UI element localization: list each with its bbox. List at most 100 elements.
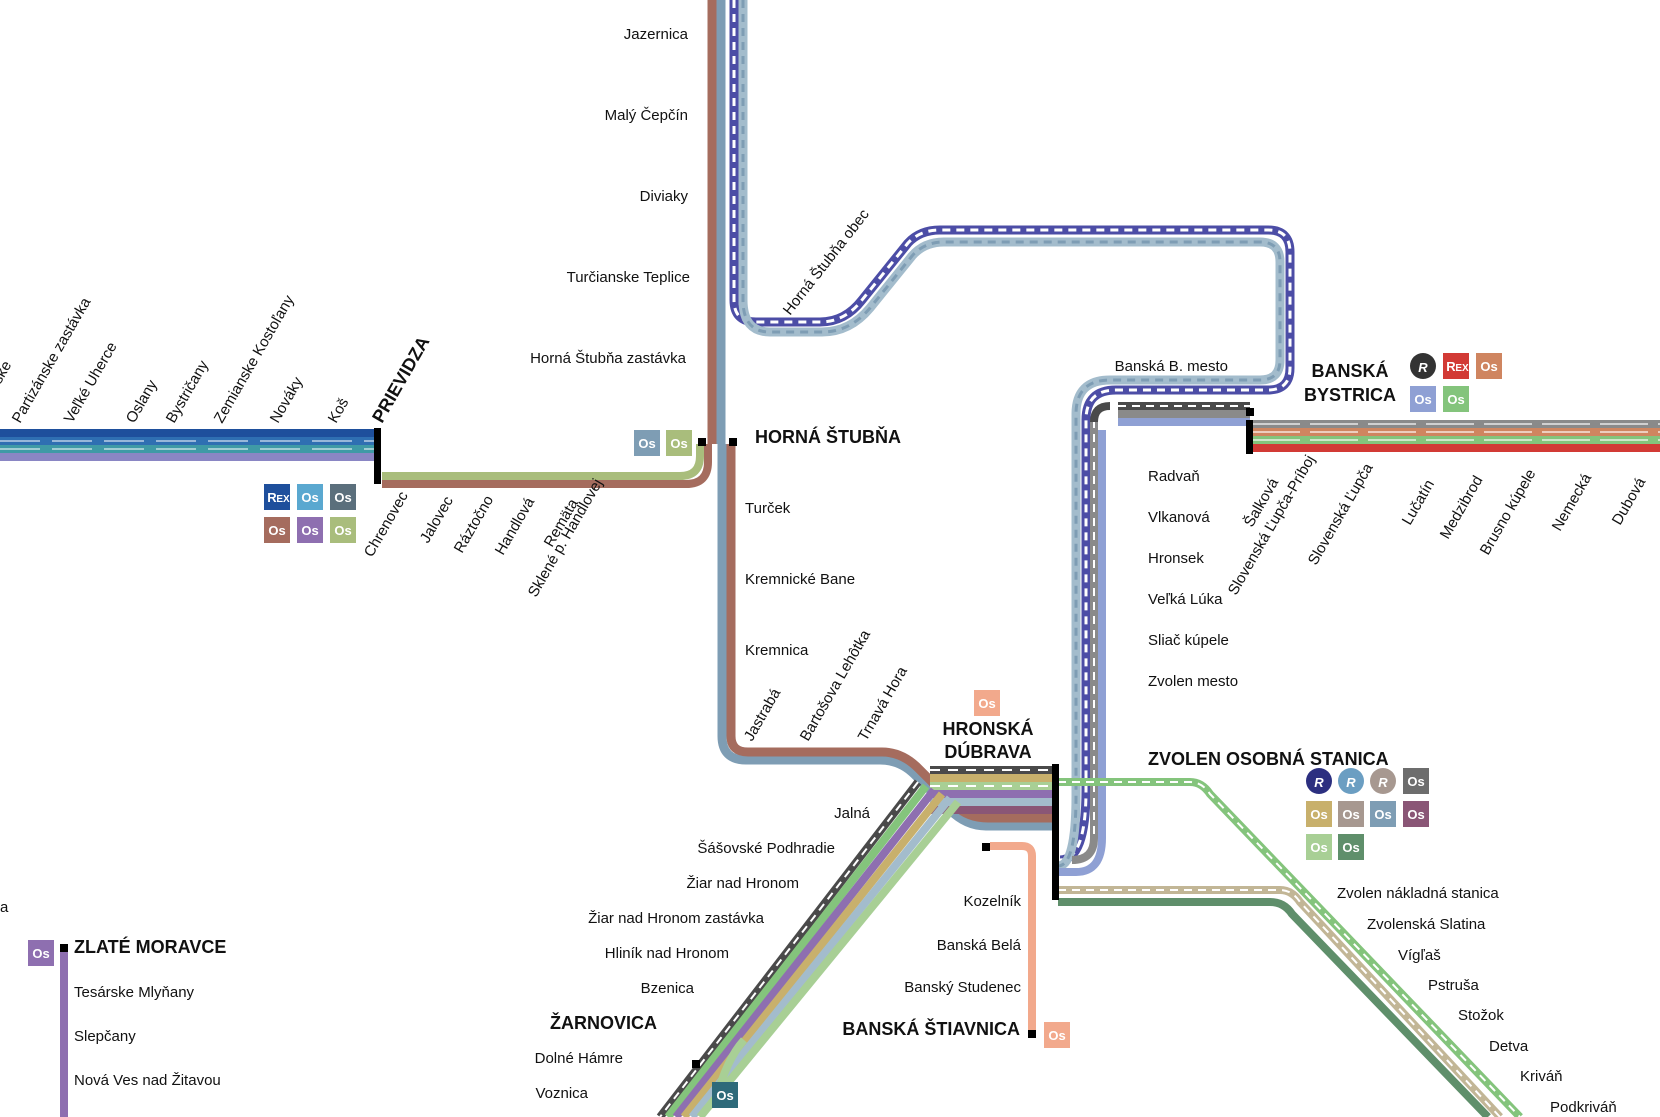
station-slov-lupca: Slovenská Ľupča [1305,460,1377,568]
badge-os: Os [1403,768,1429,794]
badge-rex: R EX [1443,353,1469,379]
svg-text:Os: Os [1342,840,1359,855]
hub-zvolen-osobna: ZVOLEN OSOBNÁ STANICA [1148,748,1389,769]
badge-os: Os [974,690,1000,716]
station-hlinik: Hliník nad Hronom [605,945,729,962]
station-nemecka: Nemecká [1549,470,1596,534]
station-sklene: Sklené p. Handlovej [525,476,606,600]
hub-banska-bystrica-1: BANSKÁ [1311,360,1388,381]
station-bzenica: Bzenica [641,980,695,997]
station-dubova: Dubová [1609,474,1650,528]
hub-zarnovica: ŽARNOVICA [550,1012,657,1033]
station-slepcany: Slepčany [74,1028,136,1045]
station-pstrusa: Pstruša [1428,977,1480,994]
station-stozok: Stožok [1458,1007,1504,1024]
hub-banska-bystrica-2: BYSTRICA [1304,385,1396,405]
station-jalna: Jalná [834,805,871,822]
svg-text:Os: Os [716,1088,733,1103]
station-bansky-studenec: Banský Studenec [904,979,1021,996]
svg-text:Os: Os [978,696,995,711]
station-sliac-kupele: Sliač kúpele [1148,632,1229,649]
station-radvan: Radvaň [1148,468,1200,485]
badge-os: Os [1370,801,1396,827]
svg-text:R: R [1378,775,1388,790]
svg-text:EX: EX [276,494,290,505]
station-slov-lupca-priboj: Slovenská Ľupča-Príboj [1225,452,1319,598]
svg-text:EX: EX [1455,363,1469,374]
svg-text:Os: Os [670,436,687,451]
svg-text:Os: Os [638,436,655,451]
station-maly-cepcin: Malý Čepčín [605,107,688,124]
hub-banska-stiavnica: BANSKÁ ŠTIAVNICA [842,1018,1020,1039]
badge-os: Os [712,1082,738,1108]
hub-zlate-moravce: ZLATÉ MORAVCE [74,936,226,957]
station-oslany: Oslany [123,377,161,426]
station-novaky: Nováky [267,374,307,426]
svg-text:Os: Os [1480,359,1497,374]
badge-os: Os [1338,801,1364,827]
badge-os: Os [666,430,692,456]
badge-os: Os [28,940,54,966]
badge-os: Os [1443,386,1469,412]
station-jazernica: Jazernica [624,26,689,43]
station-krivan: Kriváň [1520,1068,1563,1085]
service-badges: Os Os R EX Os Os Os Os Os [28,353,1502,1108]
svg-text:Os: Os [334,490,351,505]
badge-r-round: R [1306,768,1332,794]
station-banska-b-mesto: Banská B. mesto [1115,358,1228,375]
line-zvolen-banskabystrica [1058,402,1250,876]
station-medzibrod: Medzibrod [1437,473,1487,542]
badge-r-round: R [1410,353,1436,379]
station-kremnicke-bane: Kremnické Bane [745,571,855,588]
badge-os: Os [330,484,356,510]
marker-zarnovica [692,1060,700,1068]
svg-text:Os: Os [268,523,285,538]
marker-zlate-moravce [60,944,68,952]
badge-os: Os [330,517,356,543]
marker-horna-stubna [729,438,737,446]
station-hronsek: Hronsek [1148,550,1204,567]
svg-text:Os: Os [1342,807,1359,822]
badge-os: Os [1410,386,1436,412]
line-prievidza-hornastubna [382,444,712,488]
badge-os: Os [264,517,290,543]
badge-os: Os [1476,353,1502,379]
station-podkrivan: Podkriváň [1550,1099,1617,1116]
line-north-trunk [707,0,1295,871]
badge-os: Os [1338,834,1364,860]
station-jastraba: Jastrabá [741,685,785,744]
svg-text:Os: Os [334,523,351,538]
line-banskabystrica-east [1252,420,1660,452]
station-markers [60,408,1254,1068]
station-velke-uherce: Veľké Uherce [61,339,121,426]
badge-os: Os [1306,801,1332,827]
badge-os: Os [634,430,660,456]
line-southwest-bundle [656,779,962,1117]
svg-text:Os: Os [1310,840,1327,855]
station-viglas: Vígľaš [1398,947,1441,964]
svg-text:Os: Os [301,523,318,538]
svg-text:R: R [1346,775,1356,790]
station-jalovec: Jalovec [417,493,457,546]
line-zvolen-podkrivan [1058,778,1523,1117]
station-handlova: Handlová [492,494,539,558]
station-detva: Detva [1489,1038,1529,1055]
station-ziar: Žiar nad Hronom [686,875,799,892]
station-trnava-hora: Trnavá Hora [855,663,911,744]
hub-hronska-dubrava-2: DÚBRAVA [944,741,1031,762]
line-prievidza-west [0,429,378,461]
svg-text:Os: Os [301,490,318,505]
station-edge-a: a [0,899,9,916]
station-nova-ves: Nová Ves nad Žitavou [74,1072,221,1089]
svg-text:R: R [1314,775,1324,790]
station-brusno-kupele: Brusno kúpele [1477,466,1540,558]
marker-horna-stubna-2 [698,438,706,446]
badge-os: Os [1044,1022,1070,1048]
track-west-dash [0,440,378,450]
svg-text:Os: Os [1407,807,1424,822]
svg-text:Os: Os [1447,392,1464,407]
hub-prievidza: PRIEVIDZA [368,333,433,426]
hub-hronska-dubrava-1: HRONSKÁ [942,718,1033,739]
station-dolne-hamre: Dolné Hámre [535,1050,623,1067]
